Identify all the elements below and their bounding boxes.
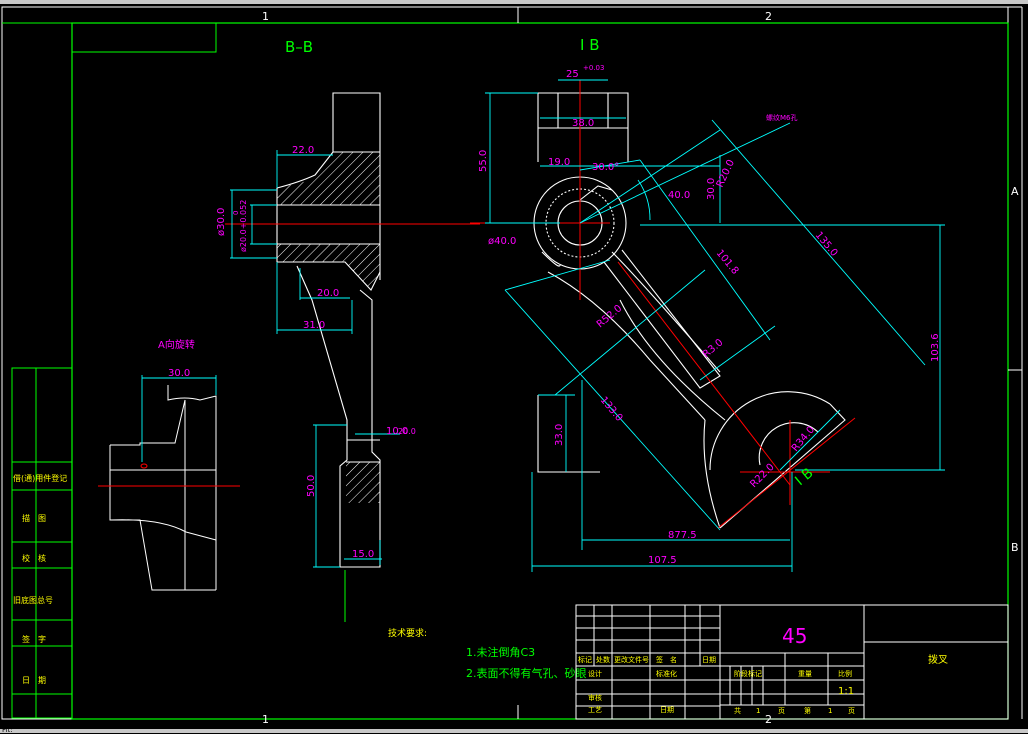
strip-trace: 描 图: [22, 513, 46, 523]
header-weight: 重量: [798, 670, 812, 678]
view-a-dim-30: 30.0: [168, 368, 190, 379]
rev-header-file: 更改文件号: [614, 655, 649, 664]
zone-number-2-top: 2: [765, 10, 772, 23]
note-2: 2.表面不得有气孔、砂眼: [466, 666, 587, 680]
inner-border: [71, 22, 1009, 720]
dim-38: 38.0: [572, 118, 594, 129]
label-check: 审核: [588, 693, 602, 702]
dim-r34: R34.0: [790, 424, 817, 453]
strip-register: 借(通)用件登记: [13, 473, 67, 483]
dim-55: 55.0: [478, 150, 489, 172]
strip-date: 日 期: [22, 676, 46, 685]
dim-zero: 0: [232, 211, 240, 215]
main-view-ib: I B: [470, 36, 945, 572]
notes-heading: 技术要求:: [388, 627, 427, 639]
view-a-label: A向旋转: [158, 338, 195, 351]
label-design: 设计: [588, 669, 602, 678]
dim-107: 107.5: [648, 555, 677, 566]
header-stage: 阶段标记: [734, 669, 762, 678]
label-process: 工艺: [588, 706, 602, 714]
technical-notes: 技术要求: 1.未注倒角C3 2.表面不得有气孔、砂眼: [388, 627, 587, 680]
sheet-index-label: 第: [804, 706, 811, 715]
top-toolbar-strip: [0, 0, 1028, 4]
zone-letter-a: A: [1011, 185, 1019, 198]
zone-number-1-bottom: 1: [262, 713, 269, 726]
dim-30: 30.0: [706, 178, 717, 200]
dim-hole: 螺纹M6孔: [766, 113, 798, 122]
label-standard: 标准化: [656, 669, 677, 678]
strip-check: 校 核: [22, 553, 46, 563]
sheet-index-unit: 页: [848, 707, 855, 715]
sheet-total-label: 共: [734, 706, 741, 715]
material-text: 45: [782, 624, 807, 648]
section-bb-view: B–B: [216, 38, 480, 622]
strip-sign: 签 字: [22, 634, 46, 644]
note-1: 1.未注倒角C3: [466, 645, 535, 659]
dim-20: 20.0: [317, 288, 339, 299]
dim-22: 22.0: [292, 145, 314, 156]
part-name-text: 拨叉: [928, 653, 948, 666]
hatch-upper: [277, 152, 380, 205]
sheet-total-number: 1: [756, 707, 760, 715]
dim-phi30: ø30.0: [216, 208, 227, 236]
fork-arc-outer: [709, 391, 831, 471]
view-a: A向旋转 30.0: [98, 338, 240, 591]
zone-markers: 1 2 1 2 A B: [262, 10, 1019, 726]
rev-header-sign: 签 名: [656, 655, 677, 664]
dim-87: 877.5: [668, 530, 697, 541]
dim-angle-40: 40.0: [668, 190, 690, 201]
rev-header-mark: 标记: [578, 655, 592, 664]
sheet-total-unit: 页: [778, 707, 785, 715]
command-line[interactable]: Fit:: [2, 726, 13, 734]
dim-10: 10.0: [386, 426, 408, 437]
dim-33: 33.0: [554, 424, 565, 446]
dim-50: 50.0: [306, 475, 317, 497]
dim-15: 15.0: [352, 549, 374, 560]
outer-border: [1, 6, 1009, 720]
zone-number-1-top: 1: [262, 10, 269, 23]
dim-r3: R3.0: [701, 337, 726, 360]
hatch-lower: [277, 244, 380, 290]
left-register-strip: 借(通)用件登记 描 图 校 核 旧底图总号 签 字 日 期: [11, 367, 73, 719]
dim-r20: R20.0: [715, 158, 737, 189]
dim-133: 133.0: [598, 395, 625, 424]
sheet-index-number: 1: [828, 707, 832, 715]
dim-angle-30: 30.0°: [592, 162, 619, 173]
dim-101: 101.8: [714, 248, 741, 277]
label-date: 日期: [660, 706, 674, 714]
title-block: 45 拨叉 标记 处数 更改文件号 签 名 日期 阶段标记 重量 比例 设计 标…: [575, 604, 1009, 720]
dim-25-tol: +0.03: [583, 64, 604, 72]
view-ib-label: I B: [580, 36, 599, 54]
rev-header-date: 日期: [702, 656, 716, 664]
dim-phi40: ø40.0: [488, 236, 516, 247]
rev-header-count: 处数: [596, 655, 610, 664]
dim-31: 31.0: [303, 320, 325, 331]
status-strip: [0, 729, 1028, 733]
dim-phi20-tol: ø20.0+0.052: [239, 200, 248, 252]
hatch-foot: [346, 462, 380, 503]
scale-text: 1:1: [838, 686, 854, 697]
dim-r22: R22.0: [748, 462, 776, 490]
header-scale: 比例: [838, 669, 852, 678]
section-mark-ib: I B: [792, 465, 816, 489]
name-box: [71, 22, 217, 53]
dim-25: 25: [566, 69, 579, 80]
strip-old-number: 旧底图总号: [13, 595, 53, 605]
dim-135: 135.0: [813, 230, 840, 259]
dim-20-small: 20.0: [398, 427, 416, 436]
zone-letter-b: B: [1011, 541, 1019, 554]
drawing-frame: [1, 6, 1023, 720]
dim-19: 19.0: [548, 157, 570, 168]
section-bb-label: B–B: [285, 38, 313, 56]
dim-103: 103.6: [930, 333, 941, 362]
